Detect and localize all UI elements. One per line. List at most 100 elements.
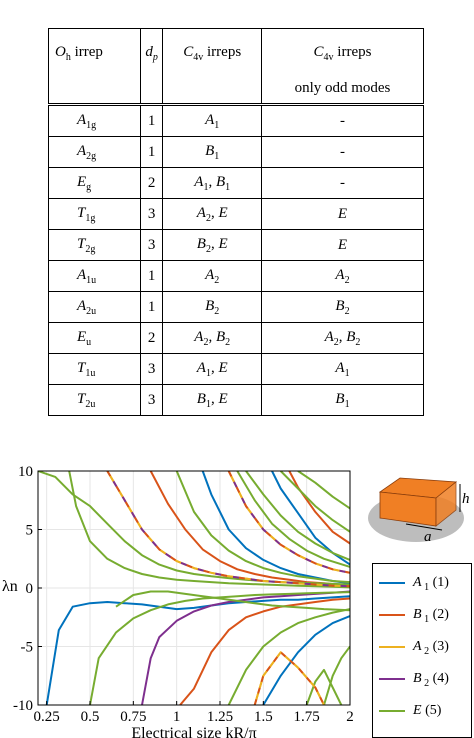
- dashed-overlay-line: [227, 471, 350, 574]
- cell-oh-irrep: A1u: [48, 260, 141, 292]
- y-tick-label: 0: [26, 581, 34, 597]
- dashed-overlay-line: [253, 651, 325, 705]
- legend-count: (4): [429, 671, 449, 686]
- cell-oh-irrep: A1g: [48, 104, 141, 137]
- cell-dp: 3: [139, 229, 164, 261]
- x-tick-label: 0.75: [120, 709, 146, 725]
- header-c4v-irreps: C4v irreps: [162, 28, 262, 105]
- legend-label: A: [413, 575, 422, 590]
- series-line-2: [179, 597, 350, 705]
- cell-c4v: A1: [162, 104, 262, 137]
- y-tick-label: -5: [21, 640, 34, 656]
- x-tick-label: 0.5: [81, 709, 100, 725]
- cell-dp: 2: [139, 167, 164, 199]
- y-tick-label: -10: [13, 698, 33, 714]
- cell-oh-irrep: A2g: [48, 136, 141, 168]
- legend-swatch: [379, 613, 405, 616]
- series-line-1: [262, 615, 350, 705]
- legend-label: E: [413, 703, 422, 718]
- x-tick-label: 1: [173, 709, 181, 725]
- legend-count: (2): [429, 607, 449, 622]
- h-label: h: [462, 491, 470, 507]
- cell-c4v: B1, E: [162, 384, 262, 416]
- series-line-5: [115, 590, 350, 612]
- cell-c4v: B2, E: [162, 229, 262, 261]
- cell-dp: 3: [139, 384, 164, 416]
- dashed-overlay-line: [106, 471, 350, 588]
- cell-c4v-odd: -: [260, 136, 425, 168]
- legend-count: (3): [429, 639, 449, 654]
- legend-swatch: [379, 677, 405, 680]
- y-axis-label: λn: [2, 578, 18, 595]
- cell-oh-irrep: T2u: [48, 384, 141, 416]
- cell-c4v: B1: [162, 136, 262, 168]
- legend-count: (5): [421, 703, 442, 718]
- dashed-overlay-line: [106, 471, 350, 588]
- header-dp: dp: [139, 28, 164, 105]
- y-tick-label: 5: [26, 523, 34, 539]
- x-tick-label: 1.25: [207, 709, 233, 725]
- legend-swatch: [379, 581, 405, 584]
- cell-c4v: A2: [162, 260, 262, 292]
- legend-item: B 1 (2): [379, 604, 449, 626]
- cell-c4v: A1, B1: [162, 167, 262, 199]
- cell-dp: 1: [139, 291, 164, 323]
- legend-swatch: [379, 709, 405, 712]
- legend-label: A: [413, 639, 422, 654]
- legend-item: E (5): [379, 700, 441, 722]
- series-line-2: [149, 471, 350, 587]
- cell-oh-irrep: Eu: [48, 322, 141, 354]
- legend-label: B: [413, 671, 422, 686]
- legend-count: (1): [429, 575, 449, 590]
- cell-dp: 3: [139, 198, 164, 230]
- dimension-a-line: [405, 523, 443, 531]
- cell-oh-irrep: T1u: [48, 353, 141, 385]
- x-tick-label: 1.5: [254, 709, 273, 725]
- box-geometry-figure: h a: [368, 477, 470, 545]
- cell-oh-irrep: Eg: [48, 167, 141, 199]
- dashed-overlay-line: [106, 471, 350, 588]
- legend-swatch: [379, 645, 405, 648]
- cell-c4v-odd: B2: [260, 291, 425, 323]
- dashed-overlay-line: [227, 471, 350, 574]
- cell-oh-irrep: A2u: [48, 291, 141, 323]
- legend-label: B: [413, 607, 422, 622]
- x-tick-label: 2: [346, 709, 354, 725]
- cell-c4v-odd: -: [260, 167, 425, 199]
- dashed-overlay-line: [253, 651, 325, 705]
- x-tick-label: 0.25: [34, 709, 60, 725]
- series-line-5: [236, 471, 350, 568]
- header-oh-irrep: Oh irrep: [48, 28, 141, 105]
- box-side-face: [435, 481, 457, 527]
- cell-c4v: B2: [162, 291, 262, 323]
- cell-c4v-odd: B1: [260, 384, 425, 416]
- cell-c4v-odd: A2, B2: [260, 322, 425, 354]
- series-line-5: [297, 471, 350, 510]
- cell-c4v: A1, E: [162, 353, 262, 385]
- legend-item: A 1 (1): [379, 572, 449, 594]
- cell-dp: 1: [139, 260, 164, 292]
- cell-c4v: A2, E: [162, 198, 262, 230]
- cell-c4v-odd: E: [260, 229, 425, 261]
- series-line-5: [68, 471, 350, 589]
- legend-item: B 2 (4): [379, 668, 449, 690]
- legend-item: A 2 (3): [379, 636, 449, 658]
- series-line-5: [323, 645, 350, 705]
- series-line-1: [45, 595, 350, 705]
